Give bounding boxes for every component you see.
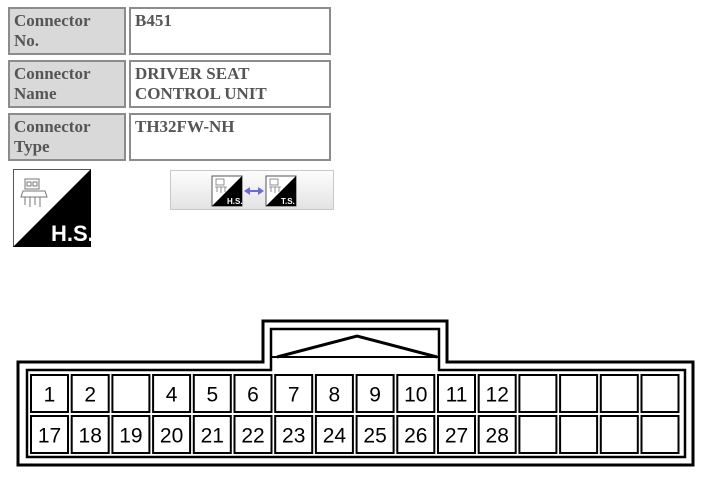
pin-number: 22 (241, 425, 264, 448)
pin-cavity (396, 415, 436, 454)
lock-latch (276, 334, 438, 359)
pin-number: 1 (44, 384, 56, 407)
pin-number: 10 (404, 384, 427, 407)
value-line: TH32FW-NH (135, 117, 235, 136)
pin-cavity (192, 374, 232, 413)
pin-cavity (30, 415, 69, 454)
housing-inner (25, 327, 687, 459)
label-line: Connector (14, 11, 91, 30)
label-connector-type: Connector Type (8, 113, 126, 161)
pin-number: 21 (201, 425, 224, 448)
pin-cavity (233, 415, 273, 454)
swap-arrows-icon (244, 187, 264, 195)
pin-cavity (152, 374, 192, 413)
pin-cavity (477, 415, 517, 454)
pin-cavity (274, 374, 314, 413)
pin-cavity (559, 374, 599, 413)
pin-cavity (355, 374, 395, 413)
pin-number: 27 (445, 425, 468, 448)
pin-number: 4 (166, 384, 178, 407)
pin-number: 20 (160, 425, 183, 448)
view-toggle-button[interactable]: H.S. T.S. (170, 170, 334, 210)
pin-cavity (111, 374, 151, 413)
pin-cavity (30, 374, 69, 413)
pin-number: 9 (369, 384, 381, 407)
pin-cavity (518, 374, 558, 413)
label-line: No. (14, 31, 40, 50)
pin-cavity (396, 374, 436, 413)
info-row-type: Connector Type TH32FW-NH (8, 113, 331, 161)
pin-number: 2 (84, 384, 96, 407)
pin-cavity (314, 374, 354, 413)
value-line: B451 (135, 11, 172, 30)
label-line: Type (14, 137, 50, 156)
pin-cavity (518, 415, 558, 454)
pin-number: 28 (486, 425, 509, 448)
pin-cavity (640, 374, 680, 413)
value-connector-name: DRIVER SEAT CONTROL UNIT (129, 60, 331, 108)
pin-cavity (233, 374, 273, 413)
pin-cavity (274, 415, 314, 454)
pin-number: 26 (404, 425, 427, 448)
pin-number: 19 (119, 425, 142, 448)
value-connector-no: B451 (129, 7, 331, 55)
label-line: Connector (14, 117, 91, 136)
label-line: Connector (14, 64, 91, 83)
view-label: H.S. (51, 221, 91, 246)
pin-number: 18 (79, 425, 102, 448)
pin-number: 25 (363, 425, 386, 448)
ts-mini-label: T.S. (281, 197, 295, 206)
label-line: Name (14, 84, 57, 103)
connector-info-table: Connector No. B451 Connector Name DRIVER… (8, 2, 331, 166)
connector-sketch-icon (20, 178, 48, 207)
value-line: DRIVER SEAT (135, 64, 250, 83)
pin-number: 12 (486, 384, 509, 407)
label-connector-no: Connector No. (8, 7, 126, 55)
pin-cavity (599, 415, 639, 454)
pin-number: 5 (206, 384, 218, 407)
value-line: CONTROL UNIT (135, 84, 267, 103)
hs-mini-label: H.S. (227, 197, 243, 206)
harness-side-icon: H.S. (13, 169, 91, 247)
pin-number: 8 (329, 384, 341, 407)
housing-outline (16, 319, 695, 467)
pin-cavity (314, 415, 354, 454)
pin-number: 11 (446, 384, 468, 407)
pin-cavity (437, 415, 476, 454)
harness-side-mini-icon: H.S. (211, 175, 243, 207)
pin-cavity (355, 415, 395, 454)
terminal-side-mini-icon: T.S. (265, 175, 297, 207)
pin-number: 24 (323, 425, 347, 448)
pin-number: 23 (282, 425, 305, 448)
pin-cavity (70, 374, 110, 413)
pin-cavity (111, 415, 151, 454)
pin-cavity (599, 374, 639, 413)
pin-number: 6 (247, 384, 259, 407)
pin-cavity (559, 415, 599, 454)
info-row-number: Connector No. B451 (8, 7, 331, 55)
info-row-name: Connector Name DRIVER SEAT CONTROL UNIT (8, 60, 331, 108)
pin-number: 7 (288, 384, 300, 407)
value-connector-type: TH32FW-NH (129, 113, 331, 161)
pin-number: 17 (38, 425, 61, 448)
pin-cavity (640, 415, 680, 454)
pin-cavity (70, 415, 110, 454)
label-connector-name: Connector Name (8, 60, 126, 108)
pin-cavity (477, 374, 517, 413)
pin-cavity (152, 415, 192, 454)
pin-cavity (192, 415, 232, 454)
pin-cavity (437, 374, 476, 413)
